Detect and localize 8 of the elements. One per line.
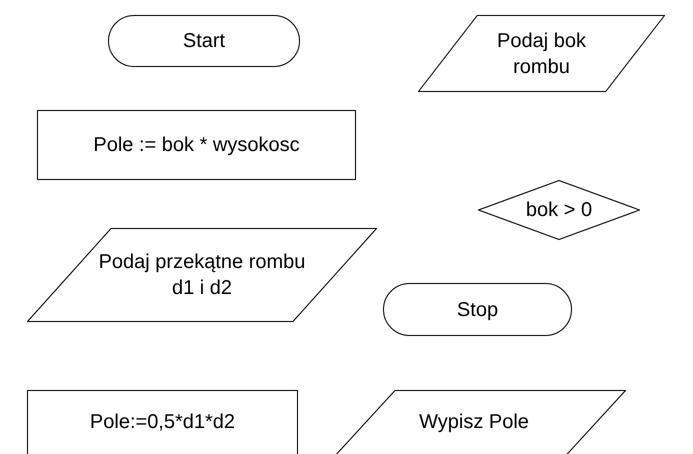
node-label: Wypisz Pole	[419, 410, 529, 435]
node-label: bok > 0	[526, 198, 592, 223]
node-label: Podaj bok rombu	[496, 28, 587, 80]
node-label: Start	[182, 29, 226, 54]
node-label: Stop	[456, 298, 498, 322]
node-label: Podaj przekątne rombu d1 i d2	[98, 250, 306, 301]
node-label: Pole:=0,5*d1*d2	[90, 410, 236, 435]
node-label: Pole := bok * wysokosc	[93, 133, 300, 158]
